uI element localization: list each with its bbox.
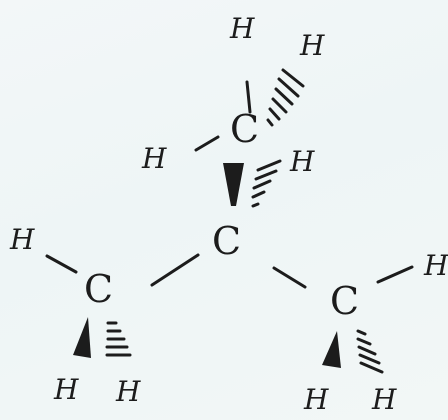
carbon-atom-center: C [212,219,242,263]
bond-left-carbon-to-outer-hydrogen [45,254,78,274]
carbon-atom-left: C [84,267,114,311]
hash-bond-top-carbon-to-upper-right-hydrogen [266,68,305,127]
wedge-bond-right-carbon-to-lower-hydrogen [322,331,341,368]
bond-right-carbon-to-outer-hydrogen [376,265,414,284]
hydrogen-atom-right-outer: H [424,249,448,282]
hash-bond-left-carbon-to-lower-hydrogen [105,321,132,357]
bond-top-carbon-to-upper-hydrogen [245,80,252,114]
bond-top-carbon-to-left-hydrogen [194,135,220,152]
hash-bond-right-carbon-to-lower-hydrogen [356,329,384,374]
hydrogen-atom-left-outer: H [10,223,35,256]
hydrogen-atom-left-down-1: H [54,373,79,406]
hash-bond-center-carbon-to-right-hydrogen [251,159,282,208]
hydrogen-atom-left-down-2: H [116,375,141,408]
carbon-atom-right: C [330,279,360,323]
wedge-bond-left-carbon-to-lower-hydrogen [73,317,91,358]
hydrogen-atom-top-up: H [230,12,255,45]
hydrogen-atom-right-down-1: H [304,383,329,416]
wedge-bond-top-carbon-to-center-carbon [223,163,244,206]
hydrogen-atom-top-left: H [142,142,167,175]
hydrogen-atom-top-up-right: H [300,29,325,62]
bond-center-carbon-to-right-carbon [272,266,307,289]
bond-center-carbon-to-left-carbon [150,253,200,287]
carbon-atom-top: C [230,107,260,151]
hydrogen-atom-right-down-2: H [372,383,397,416]
hydrogen-atom-center-right: H [290,145,315,178]
